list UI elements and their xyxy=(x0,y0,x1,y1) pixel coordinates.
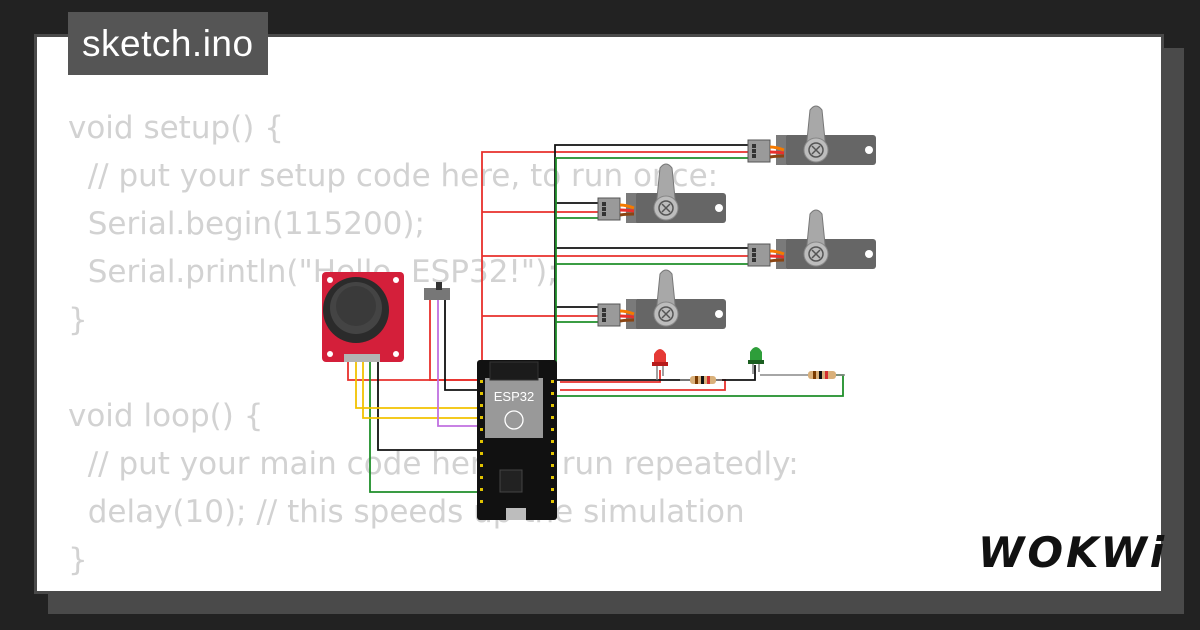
code-line: void loop() { xyxy=(68,398,264,434)
servo-icon xyxy=(746,104,878,167)
servo-icon xyxy=(596,268,728,331)
esp32-label: ESP32 xyxy=(494,389,534,404)
code-line: } xyxy=(68,542,88,578)
yellow-wires xyxy=(355,360,478,419)
code-line: } xyxy=(68,302,88,338)
code-line: void setup() { xyxy=(68,110,284,146)
wokwi-logo: WOKWi xyxy=(978,528,1168,577)
joystick-icon xyxy=(322,272,404,362)
code-line: // put your setup code here, to run once… xyxy=(68,158,719,194)
code-line: Serial.begin(115200); xyxy=(68,206,425,242)
red-wires xyxy=(347,151,748,391)
file-title-tab: sketch.ino xyxy=(68,12,268,75)
servo-icon xyxy=(596,162,728,225)
resistor-icon xyxy=(680,376,722,384)
code-preview: void setup() { // put your setup code he… xyxy=(68,104,799,584)
resistor-icon xyxy=(760,371,845,379)
purple-wire xyxy=(437,300,478,427)
esp32-board-icon: ESP32 xyxy=(477,360,557,520)
slide-switch-icon xyxy=(424,282,450,300)
servo-icon xyxy=(746,208,878,271)
led-icon xyxy=(652,349,668,380)
led-icon xyxy=(748,347,764,374)
code-line: delay(10); // this speeds up the simulat… xyxy=(68,494,745,530)
black-wires xyxy=(377,144,756,451)
